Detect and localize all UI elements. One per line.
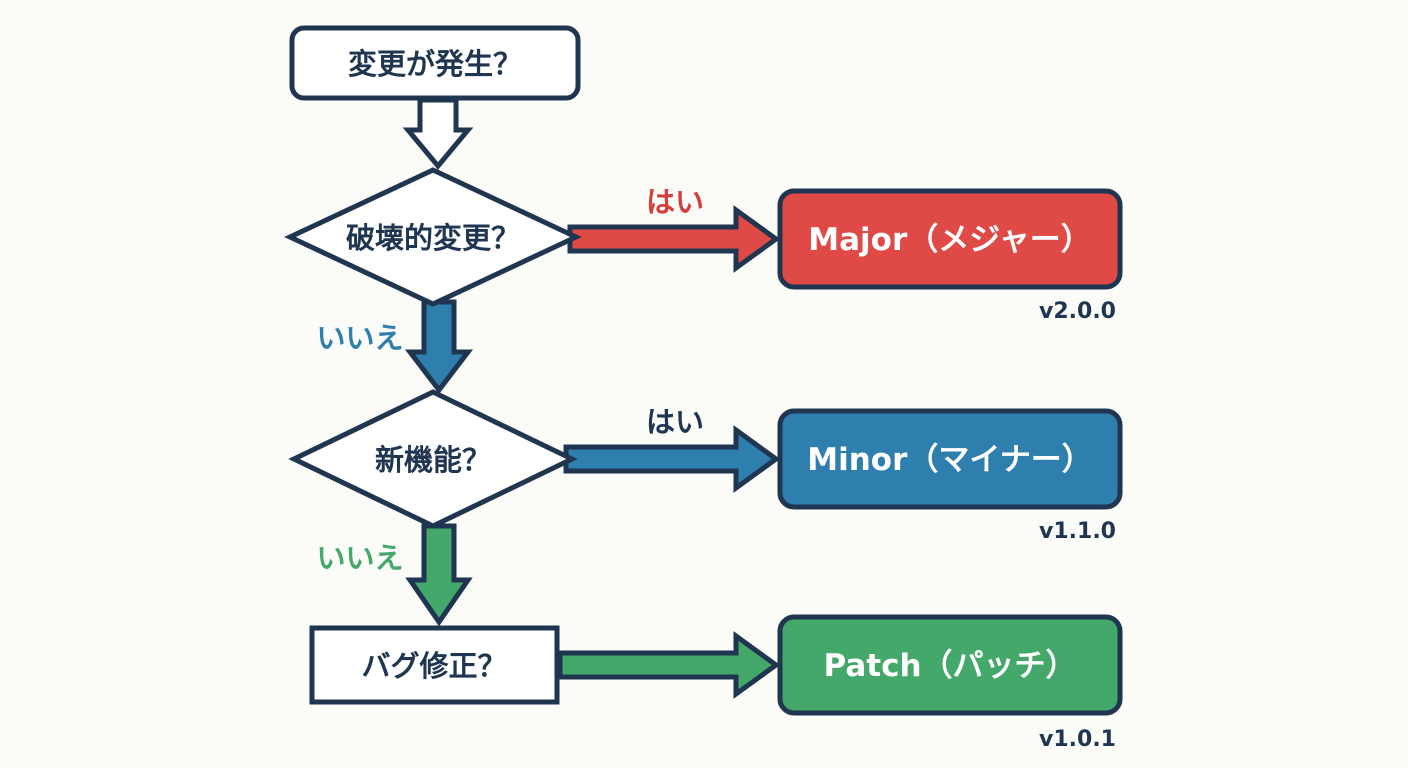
decision-breaking-label: 破壊的変更？	[346, 221, 520, 255]
edge-label-feature-yes: はい	[646, 405, 704, 439]
arrow-start-to-breaking	[402, 97, 474, 170]
node-start-label: 変更が発生？	[348, 47, 522, 81]
result-patch: Patch（パッチ）	[777, 614, 1123, 716]
arrow-feature-to-minor	[563, 425, 781, 493]
decision-feature: 新機能？	[288, 389, 578, 529]
result-patch-version: v1.0.1	[1039, 727, 1116, 752]
result-minor-label: Minor（マイナー）	[807, 442, 1093, 478]
edge-label-feature-no: いいえ	[316, 541, 403, 575]
result-patch-label: Patch（パッチ）	[823, 648, 1076, 684]
result-major: Major（メジャー）	[777, 188, 1123, 290]
result-major-label: Major（メジャー）	[808, 222, 1091, 258]
decision-breaking: 破壊的変更？	[284, 167, 582, 307]
edge-label-breaking-no: いいえ	[316, 321, 403, 355]
arrow-feature-to-bugfix	[405, 523, 473, 627]
node-start: 変更が発生？	[289, 25, 581, 101]
node-bugfix-label: バグ修正？	[361, 649, 506, 683]
arrow-breaking-to-feature	[404, 299, 474, 395]
result-major-version: v2.0.0	[1039, 299, 1116, 324]
node-bugfix: バグ修正？	[309, 625, 560, 705]
arrow-bugfix-to-patch	[557, 631, 781, 699]
result-minor: Minor（マイナー）	[777, 408, 1123, 510]
decision-feature-label: 新機能？	[375, 443, 491, 477]
edge-label-breaking-yes: はい	[646, 185, 704, 219]
arrow-breaking-to-major	[567, 205, 781, 273]
result-minor-version: v1.1.0	[1039, 519, 1116, 544]
